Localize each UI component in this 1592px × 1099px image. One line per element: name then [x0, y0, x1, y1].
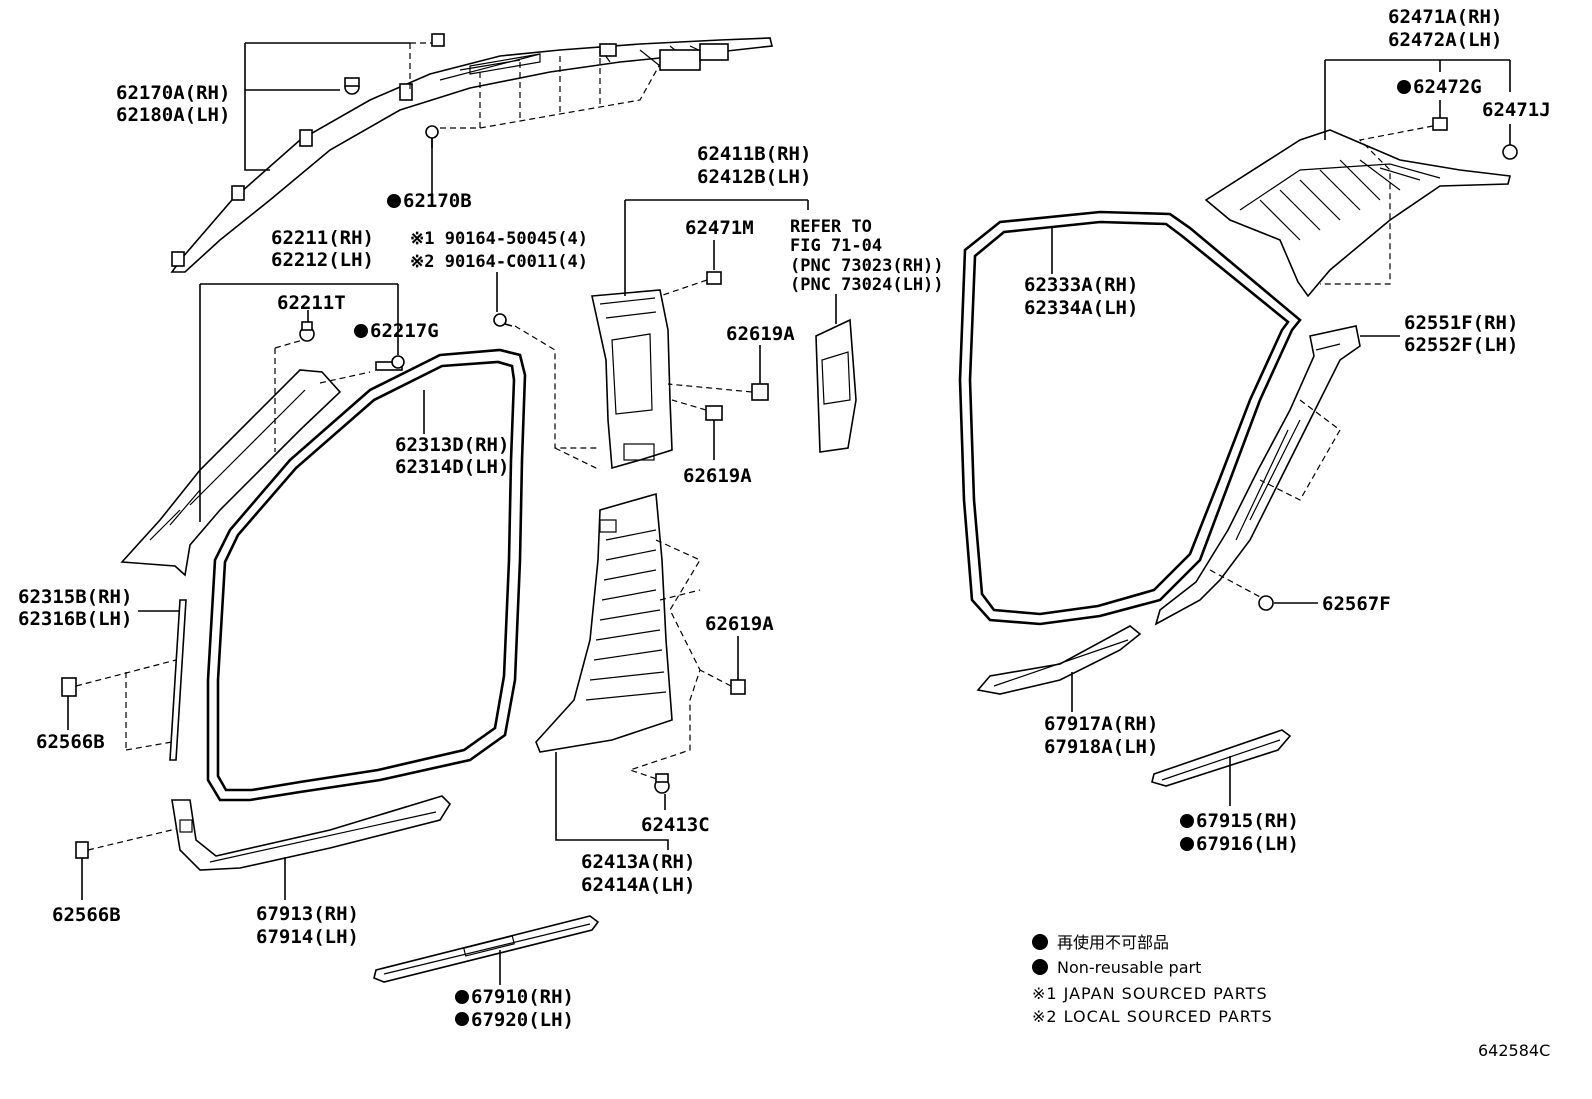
- legend-dot: [1032, 959, 1048, 975]
- note-japan-screw: ※1 90164-50045(4): [410, 229, 588, 249]
- clip-62413c: [654, 773, 670, 794]
- refer-pnc-rh-text: (PNC 73023(RH)): [790, 256, 944, 276]
- label-62619a-upper: 62619A: [726, 323, 795, 345]
- refer-pnc-lh-text: (PNC 73024(LH)): [790, 275, 944, 295]
- legend-en: Non-reusable part: [1057, 958, 1201, 977]
- label-67913: 67913(RH): [256, 903, 359, 925]
- center-pillar-lower-garnish: [535, 492, 673, 753]
- a-pillar-upper-garnish: [170, 37, 773, 273]
- label-62333a: 62333A(RH): [1024, 274, 1138, 296]
- label-62315b: 62315B(RH): [18, 586, 132, 608]
- rear-quarter-trim: [1154, 325, 1361, 626]
- label-62314d: 62314D(LH): [395, 456, 509, 478]
- label-62552f: 62552F(LH): [1404, 334, 1518, 356]
- clip-62471m: [706, 271, 722, 285]
- front-pillar-leader-lines: [199, 283, 399, 522]
- label-62471a: 62471A(RH): [1388, 6, 1502, 28]
- label-62414a: 62414A(LH): [581, 874, 695, 896]
- label-67910: 67910(RH): [471, 986, 574, 1008]
- label-62471m: 62471M: [685, 217, 754, 239]
- non-reusable-dot: [1397, 80, 1411, 94]
- label-62413a: 62413A(RH): [581, 851, 695, 873]
- non-reusable-dot: [354, 324, 368, 338]
- clip-62211t: [299, 321, 315, 342]
- label-62217g: 62217G: [370, 320, 439, 342]
- label-67916: 67916(LH): [1196, 833, 1299, 855]
- label-62472g: 62472G: [1413, 76, 1482, 98]
- note-local-screw: ※2 90164-C0011(4): [410, 252, 588, 272]
- label-67920: 67920(LH): [471, 1009, 574, 1031]
- label-62619a-middle: 62619A: [683, 465, 752, 487]
- legend-note-local: ※2 LOCAL SOURCED PARTS: [1032, 1007, 1273, 1026]
- legend-jp: 再使用不可部品: [1057, 933, 1169, 952]
- label-62211t: 62211T: [277, 292, 346, 314]
- label-62413c: 62413C: [641, 814, 710, 836]
- non-reusable-dot: [455, 990, 469, 1004]
- door-sill-plate-67910: [373, 915, 600, 983]
- legend-dot: [1032, 934, 1048, 950]
- label-62211: 62211(RH): [271, 227, 374, 249]
- clip-62619a-c: [730, 679, 746, 695]
- label-62411b: 62411B(RH): [697, 143, 811, 165]
- label-67915: 67915(RH): [1196, 810, 1299, 832]
- label-67914: 67914(LH): [256, 926, 359, 948]
- clip-62170a: [344, 77, 360, 95]
- refer-to-text: REFER TO: [790, 217, 872, 237]
- front-door-weatherstrip: [206, 348, 527, 802]
- clip-62217g: [375, 355, 405, 371]
- roof-side-inner-garnish: [1204, 129, 1511, 298]
- label-62471j: 62471J: [1482, 99, 1551, 121]
- clip-top: [431, 33, 445, 47]
- label-62212: 62212(LH): [271, 249, 374, 271]
- refer-fig-text: FIG 71-04: [790, 236, 882, 256]
- clip-62619a-b: [705, 405, 723, 421]
- clip-62471j: [1502, 144, 1518, 160]
- screw-90164: [493, 313, 513, 327]
- weatherstrip-seal-62315b: [169, 599, 187, 761]
- center-pillar-upper-garnish: [591, 289, 673, 470]
- label-62170b: 62170B: [403, 190, 472, 212]
- label-62472a: 62472A(LH): [1388, 29, 1502, 51]
- label-62551f: 62551F(RH): [1404, 312, 1518, 334]
- label-62567f: 62567F: [1322, 593, 1391, 615]
- legend: 再使用不可部品 Non-reusable part ※1 JAPAN SOURC…: [1032, 933, 1273, 1026]
- rear-door-weatherstrip: [958, 210, 1302, 626]
- clip-62472g: [1432, 117, 1448, 131]
- rear-door-sill-plate: [1151, 729, 1292, 787]
- clip-62566b-upper: [61, 677, 77, 697]
- label-62412b: 62412B(LH): [697, 166, 811, 188]
- non-reusable-dot: [1180, 814, 1194, 828]
- label-62313d: 62313D(RH): [395, 434, 509, 456]
- rear-scuff-plate-67917a: [976, 625, 1142, 695]
- clip-62567f: [1258, 595, 1274, 611]
- label-62619a-lower: 62619A: [705, 613, 774, 635]
- label-62566b-upper: 62566B: [36, 731, 105, 753]
- label-67918a: 67918A(LH): [1044, 736, 1158, 758]
- center-pillar-dash-box: [628, 539, 701, 781]
- front-pillar-garnish: [120, 339, 371, 577]
- non-reusable-dot: [387, 194, 401, 208]
- label-62566b-lower: 62566B: [52, 904, 121, 926]
- clip-62566b-lower: [75, 841, 89, 859]
- label-62316b: 62316B(LH): [18, 608, 132, 630]
- legend-note-japan: ※1 JAPAN SOURCED PARTS: [1032, 984, 1268, 1003]
- label-62334a: 62334A(LH): [1024, 297, 1138, 319]
- label-62180a: 62180A(LH): [116, 104, 230, 126]
- figure-code: 642584C: [1478, 1041, 1550, 1060]
- label-67917a: 67917A(RH): [1044, 713, 1158, 735]
- seat-belt-anchor-ref: [815, 318, 857, 453]
- non-reusable-dot: [1180, 837, 1194, 851]
- screw-62170b: [425, 125, 439, 148]
- label-62170a: 62170A(RH): [116, 82, 230, 104]
- front-scuff-plate-67913: [171, 795, 452, 871]
- non-reusable-dot: [455, 1012, 469, 1026]
- clip-62619a-a: [751, 383, 769, 401]
